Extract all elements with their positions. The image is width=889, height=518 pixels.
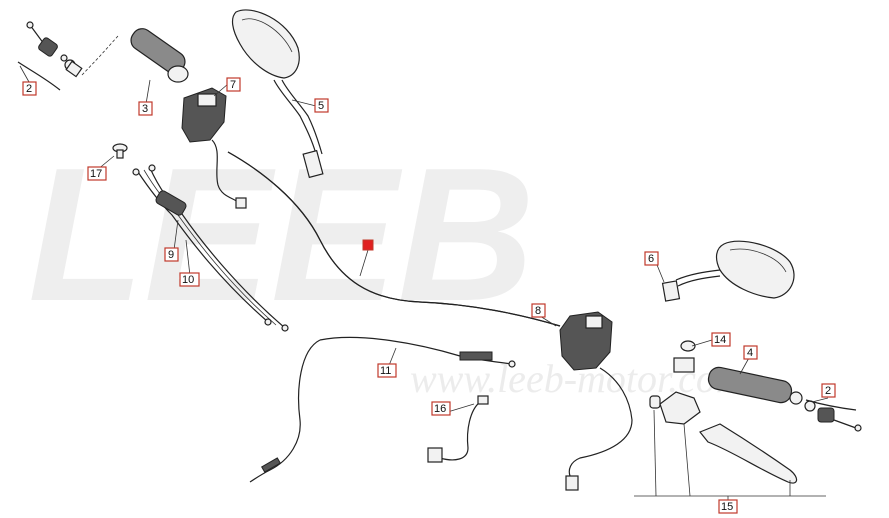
callout-9: 9: [164, 247, 179, 262]
svg-text:11: 11: [380, 365, 391, 377]
svg-text:2: 2: [825, 385, 831, 397]
svg-text:8: 8: [535, 305, 541, 317]
right-grip: [707, 366, 862, 432]
left-grip: [130, 28, 189, 83]
right-mirror: [661, 240, 795, 302]
svg-text:9: 9: [168, 249, 174, 261]
svg-text:15: 15: [721, 501, 733, 513]
svg-text:17: 17: [90, 168, 102, 180]
handlebar: [227, 151, 561, 327]
svg-text:4: 4: [747, 347, 753, 359]
svg-text:5: 5: [318, 100, 324, 112]
svg-text:2: 2: [26, 83, 32, 95]
svg-text:14: 14: [714, 334, 726, 346]
callout-17: 17: [87, 166, 107, 181]
bar-end-assembly-left: [17, 21, 119, 91]
callout-2-right: 2: [821, 383, 836, 398]
right-switch-housing: [559, 311, 633, 491]
svg-text:16: 16: [434, 403, 446, 415]
callout-7: 7: [226, 77, 241, 92]
callout-5: 5: [314, 98, 329, 113]
callout-3: 3: [138, 101, 153, 116]
callout-16: 16: [431, 401, 451, 416]
svg-text:3: 3: [142, 103, 148, 115]
callout-10: 10: [179, 272, 200, 287]
left-switch-housing: [181, 87, 247, 209]
clutch-cable: [249, 336, 516, 483]
left-mirror: [231, 9, 324, 179]
callout-15: 15: [718, 499, 738, 514]
callout-2-left: 2: [22, 81, 37, 96]
sensor-16: [427, 395, 489, 463]
svg-text:7: 7: [230, 79, 236, 91]
callout-1-highlighted: [362, 239, 374, 251]
throttle-cables: [132, 164, 289, 332]
watermark-brand: LEEB: [28, 129, 535, 341]
leader-lines: [19, 65, 829, 500]
callout-4: 4: [743, 345, 758, 360]
callout-8: 8: [531, 303, 546, 318]
svg-text:10: 10: [182, 274, 194, 286]
callout-6: 6: [644, 251, 659, 266]
bolt-17: [112, 143, 128, 159]
callout-14: 14: [711, 332, 731, 347]
svg-text:6: 6: [648, 253, 654, 265]
callout-11: 11: [377, 363, 397, 378]
clutch-lever-assembly: [649, 340, 798, 484]
